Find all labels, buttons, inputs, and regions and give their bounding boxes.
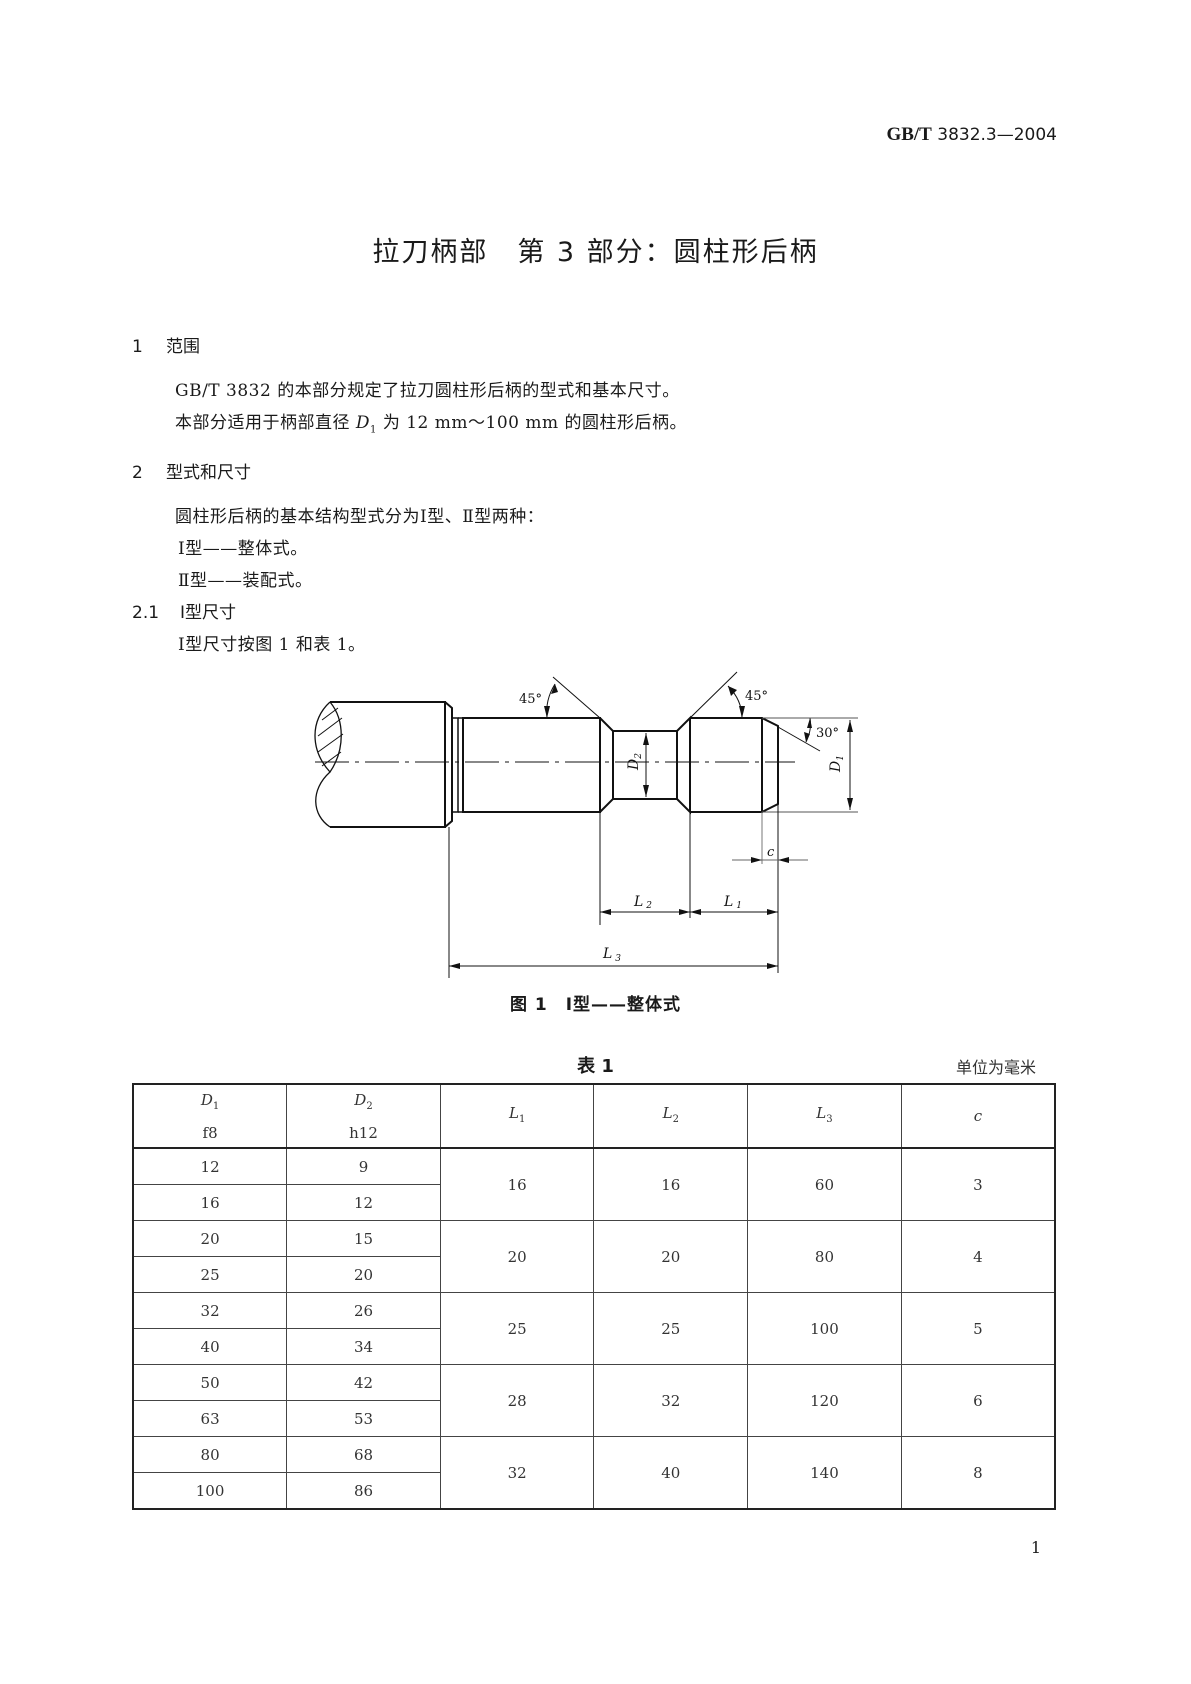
types-paragraph-2: Ⅰ型——整体式。 [178,539,308,559]
d2-label: D2 [626,753,644,771]
cell-d2: 68 [286,1436,441,1473]
cell-d2: 42 [286,1364,441,1401]
c-label: c [767,845,775,860]
table-row: 80 68 32 40 140 8 [132,1436,1056,1510]
cell-l2: 32 [593,1364,749,1437]
section-heading-scope: 1 范围 [132,332,200,357]
figure-1-caption: 图 1 Ⅰ型——整体式 [509,995,682,1015]
cell-c: 6 [900,1364,1056,1437]
section-number: 1 [132,337,143,357]
angle-label-chamfer: 30° [816,726,839,741]
d1-label: D1 [828,755,846,773]
cell-l2: 40 [593,1436,749,1510]
angle-label-right: 45° [745,689,768,704]
page-number: 1 [1030,1538,1041,1557]
standard-prefix: GB/T [886,124,932,145]
types-paragraph-3: Ⅱ型——装配式。 [178,571,313,591]
cell-d1: 40 [132,1328,288,1365]
var-d: D [355,413,371,433]
cell-d2: 9 [286,1147,441,1185]
cell-c: 3 [900,1147,1056,1221]
cell-l1: 25 [439,1292,595,1365]
table-row: 32 26 25 25 100 5 [132,1292,1056,1365]
cell-d2: 53 [286,1400,441,1437]
table-row: 16 12 [132,1184,1055,1221]
header-l3: L3 [747,1083,902,1149]
section-title: Ⅰ型尺寸 [180,603,237,623]
table-1-caption: 表 1 [577,1056,614,1077]
standard-number: 3832.3—2004 [937,125,1057,145]
cell-l3: 120 [747,1364,902,1437]
text-fragment: 本部分适用于柄部直径 [175,413,356,433]
section-number: 2 [132,463,143,483]
cell-d2: 86 [286,1472,441,1510]
page-title: 拉刀柄部 第 3 部分：圆柱形后柄 [372,237,819,268]
cell-d2: 15 [286,1220,441,1257]
types-paragraph-1: 圆柱形后柄的基本结构型式分为Ⅰ型、Ⅱ型两种： [175,507,545,527]
section-title: 范围 [166,337,200,357]
cell-c: 8 [900,1436,1056,1510]
table-row: 12 9 16 16 60 3 [132,1147,1056,1221]
table-row: 25 20 [132,1256,1055,1293]
header-c: c [900,1083,1056,1149]
header-l1: L1 [439,1083,595,1149]
table-row: 40 34 [132,1328,1055,1365]
table-row: 50 42 28 32 120 6 [132,1364,1056,1437]
cell-l2: 16 [593,1147,749,1221]
type1-paragraph: Ⅰ型尺寸按图 1 和表 1。 [178,635,366,655]
section-heading-type1-size: 2.1 Ⅰ型尺寸 [132,598,236,623]
cell-d1: 63 [132,1400,288,1437]
section-heading-type-size: 2 型式和尺寸 [132,458,251,483]
section-number: 2.1 [132,603,160,623]
cell-d2: 34 [286,1328,441,1365]
table-row: 20 15 20 20 80 4 [132,1220,1056,1293]
cell-d1: 32 [132,1292,288,1329]
cell-d1: 100 [132,1472,288,1510]
cell-d1: 12 [132,1147,288,1185]
standard-code: GB/T 3832.3—2004 [0,124,1057,146]
cell-l3: 140 [747,1436,902,1510]
angle-label-left: 45° [519,692,542,707]
header-l2: L2 [593,1083,749,1149]
cell-d2: 20 [286,1256,441,1293]
cell-l2: 20 [593,1220,749,1293]
cell-l3: 100 [747,1292,902,1365]
cell-l1: 16 [439,1147,595,1221]
cell-c: 5 [900,1292,1056,1365]
table-row: 63 53 [132,1400,1055,1437]
section-title: 型式和尺寸 [166,463,251,483]
var-sub: 1 [370,424,377,436]
text-fragment: 为 12 mm～100 mm 的圆柱形后柄。 [376,413,688,433]
table-row: 100 86 [132,1472,1055,1510]
cell-l3: 80 [747,1220,902,1293]
cell-l1: 20 [439,1220,595,1293]
cell-l1: 32 [439,1436,595,1510]
cell-c: 4 [900,1220,1056,1293]
cell-l1: 28 [439,1364,595,1437]
table-unit: 单位为毫米 [955,1058,1036,1077]
cell-d1: 25 [132,1256,288,1293]
cell-l3: 60 [747,1147,902,1221]
cell-d2: 26 [286,1292,441,1329]
cell-d1: 16 [132,1184,288,1221]
cell-d1: 20 [132,1220,288,1257]
cell-d2: 12 [286,1184,441,1221]
scope-paragraph-1: GB/T 3832 的本部分规定了拉刀圆柱形后柄的型式和基本尺寸。 [175,381,680,401]
cell-d1: 50 [132,1364,288,1401]
cell-l2: 25 [593,1292,749,1365]
scope-paragraph-2: 本部分适用于柄部直径 D1 为 12 mm～100 mm 的圆柱形后柄。 [175,408,687,435]
cell-d1: 80 [132,1436,288,1473]
